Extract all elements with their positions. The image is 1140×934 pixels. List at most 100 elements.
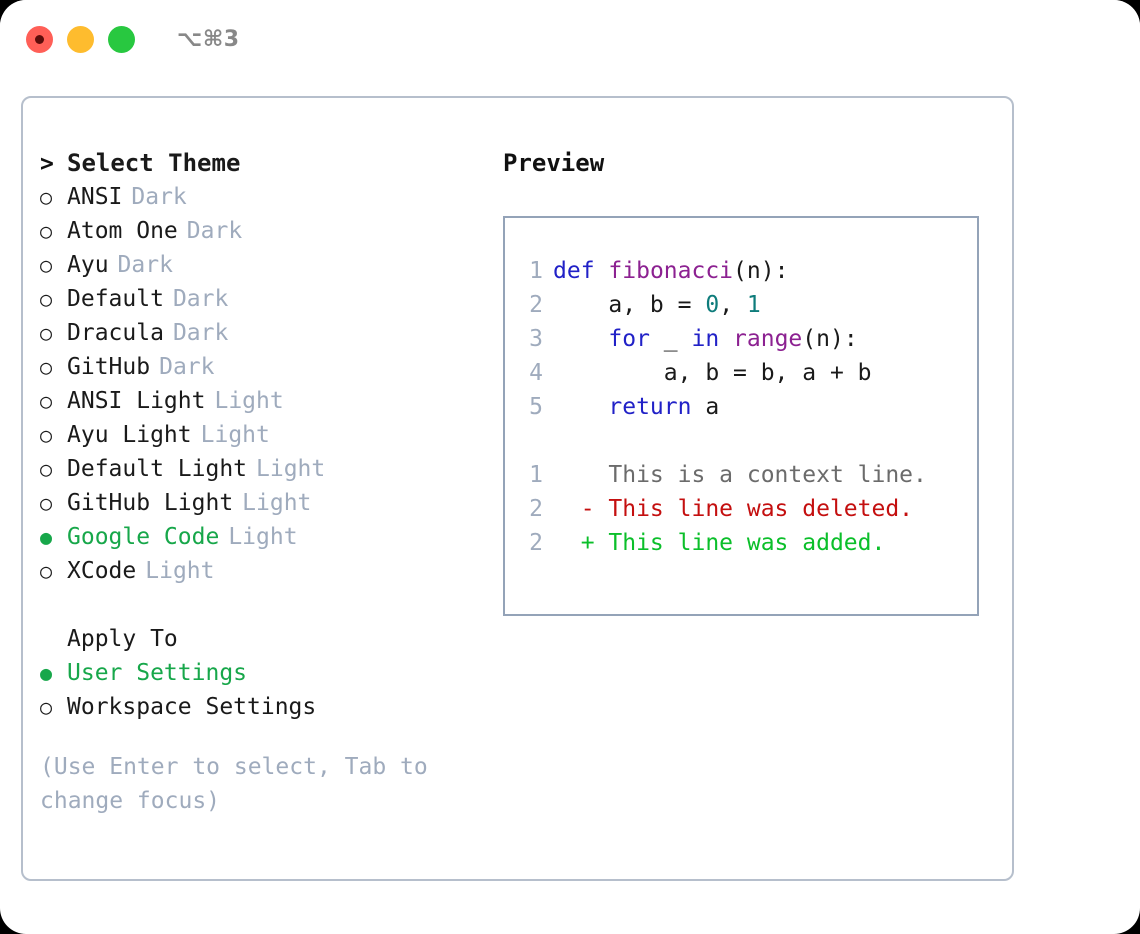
code-text: for _ in range(n): <box>553 322 858 356</box>
radio-unselected-icon[interactable]: ○ <box>40 253 53 277</box>
radio-selected-icon[interactable]: ● <box>40 525 53 549</box>
theme-list-item[interactable]: ● Google Code Light <box>40 520 510 554</box>
code-token: 0 <box>705 292 720 318</box>
code-token <box>553 394 608 420</box>
radio-unselected-icon[interactable]: ○ <box>40 219 53 243</box>
diff-line: 2 - This line was deleted. <box>505 492 977 526</box>
title-bar: ⌥⌘3 <box>0 0 1140 78</box>
line-number: 2 <box>529 292 543 318</box>
theme-name: Ayu <box>67 252 109 278</box>
code-token: range <box>733 326 803 352</box>
theme-name: ANSI <box>67 184 123 210</box>
theme-name: Ayu Light <box>67 422 192 448</box>
code-token: , <box>719 292 747 318</box>
code-line: 4 a, b = b, a + b <box>505 356 977 390</box>
theme-list-item[interactable]: ○ Dracula Dark <box>40 316 510 350</box>
theme-list-item[interactable]: ○ GitHub Dark <box>40 350 510 384</box>
code-token <box>553 326 608 352</box>
theme-list-item[interactable]: ○ ANSI Light Light <box>40 384 510 418</box>
code-token: (n): <box>802 326 858 352</box>
diff-line: 1 This is a context line. <box>505 458 977 492</box>
code-token: fibonacci <box>608 258 734 284</box>
code-token: a, b = b, a + b <box>553 360 872 386</box>
theme-name: Google Code <box>67 524 220 550</box>
list-spacer <box>40 588 510 622</box>
diff-text: This line was added. <box>594 530 886 556</box>
apply-to-header: Apply To <box>40 622 510 656</box>
radio-unselected-icon[interactable]: ○ <box>40 389 53 413</box>
code-line: 3 for _ in range(n): <box>505 322 977 356</box>
diff-line: 2 + This line was added. <box>505 526 977 560</box>
maximize-button-icon[interactable] <box>108 25 135 53</box>
diff-marker: - <box>553 496 595 522</box>
minimize-button-icon[interactable] <box>67 25 94 53</box>
theme-list-item[interactable]: ○ Ayu Light Light <box>40 418 510 452</box>
code-text: a, b = 0, 1 <box>553 288 760 322</box>
theme-variant-badge: Light <box>228 524 298 550</box>
code-token: a <box>691 394 720 420</box>
theme-variant-badge: Light <box>200 422 270 448</box>
diff-sample: 1 This is a context line.2 - This line w… <box>505 458 977 560</box>
apply-to-item[interactable]: ● User Settings <box>40 656 510 690</box>
apply-to-title: Apply To <box>67 626 178 652</box>
theme-variant-badge: Dark <box>172 320 229 346</box>
apply-to-label: Workspace Settings <box>67 694 317 720</box>
code-token: in <box>691 326 720 352</box>
radio-unselected-icon[interactable]: ○ <box>40 695 53 719</box>
window-title: ⌥⌘3 <box>177 26 240 52</box>
radio-selected-icon[interactable]: ● <box>40 661 53 685</box>
apply-to-item[interactable]: ○ Workspace Settings <box>40 690 510 724</box>
theme-list-item[interactable]: ○ Atom One Dark <box>40 214 510 248</box>
theme-variant-badge: Dark <box>117 252 173 278</box>
theme-name: Dracula <box>67 320 164 346</box>
theme-variant-badge: Dark <box>172 286 229 312</box>
code-text: return a <box>553 390 719 424</box>
diff-marker: + <box>553 530 595 556</box>
radio-unselected-icon[interactable]: ○ <box>40 457 53 481</box>
radio-unselected-icon[interactable]: ○ <box>40 491 53 515</box>
radio-unselected-icon[interactable]: ○ <box>40 355 53 379</box>
radio-unselected-icon[interactable]: ○ <box>40 185 53 209</box>
theme-variant-badge: Dark <box>186 218 243 244</box>
code-token: a, b = <box>553 292 706 318</box>
theme-variant-badge: Light <box>214 388 284 414</box>
theme-name: GitHub <box>67 354 151 380</box>
close-button-icon[interactable] <box>26 25 53 53</box>
prompt-caret-icon: > <box>40 151 54 177</box>
line-number: 2 <box>529 496 543 522</box>
theme-variant-badge: Light <box>256 456 326 482</box>
line-number: 1 <box>529 258 543 284</box>
preview-title: Preview <box>503 149 605 177</box>
theme-picker-header: > Select Theme <box>40 146 510 180</box>
code-token <box>719 326 733 352</box>
theme-name: ANSI Light <box>67 388 206 414</box>
apply-to-list: ● User Settings ○ Workspace Settings <box>40 656 510 724</box>
diff-marker <box>553 458 595 492</box>
code-text: a, b = b, a + b <box>553 356 872 390</box>
radio-unselected-icon[interactable]: ○ <box>40 559 53 583</box>
code-text: def fibonacci(n): <box>553 254 788 288</box>
theme-variant-badge: Light <box>145 558 215 584</box>
line-number: 5 <box>529 394 543 420</box>
radio-unselected-icon[interactable]: ○ <box>40 321 53 345</box>
radio-unselected-icon[interactable]: ○ <box>40 287 53 311</box>
theme-name: Atom One <box>67 218 178 244</box>
apply-to-label: User Settings <box>67 660 248 686</box>
diff-text: This is a context line. <box>594 462 927 488</box>
line-number: 2 <box>529 530 543 556</box>
radio-unselected-icon[interactable]: ○ <box>40 423 53 447</box>
theme-variant-badge: Dark <box>159 354 215 380</box>
theme-picker-title: Select Theme <box>67 149 241 177</box>
code-line: 1 def fibonacci(n): <box>505 254 977 288</box>
theme-list-item[interactable]: ○ Ayu Dark <box>40 248 510 282</box>
